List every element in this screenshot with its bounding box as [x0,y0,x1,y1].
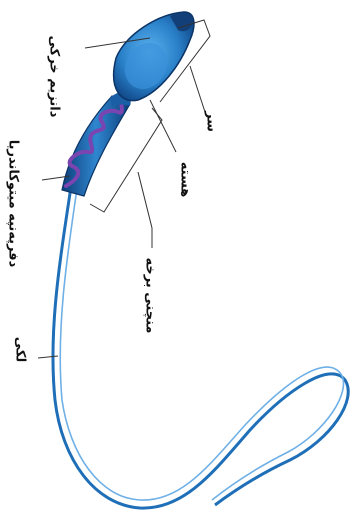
midpiece-leader [138,172,152,228]
tail-outer [53,180,348,508]
tail-label: لکی [13,332,28,368]
mitochondria-label: دفرپه‌نپه میتوکاندریا [6,129,21,279]
nucleus-leader [150,100,176,152]
nucleus-label: هسته [178,155,193,205]
midpiece-label: منچنی برخه [143,258,158,334]
head-label: سر [204,107,219,137]
acrosome-label: دانزیم خرکی [47,36,62,116]
head-leader [190,66,205,112]
tail-pointer [38,356,58,358]
